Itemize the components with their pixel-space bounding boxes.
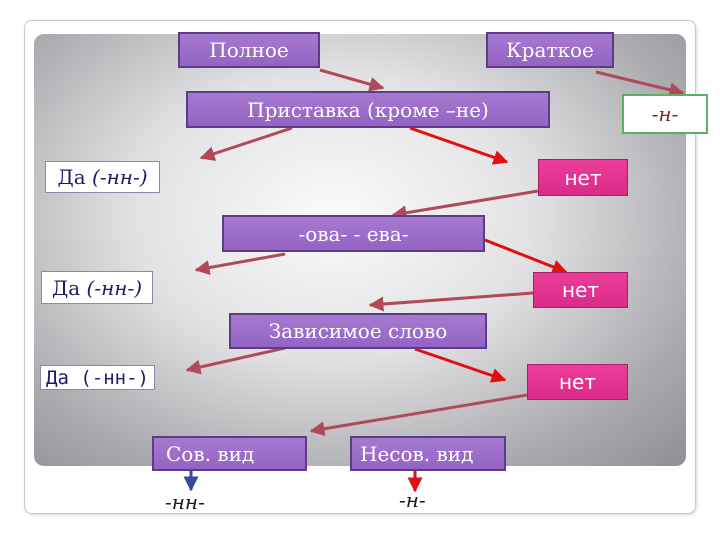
- arrow-polnoe-to-pristavka: [319, 68, 385, 92]
- node-zavisimoe: Зависимое слово: [229, 313, 487, 349]
- node-polnoe: Полное: [178, 32, 320, 68]
- arrow-pristavka-to-no: [409, 126, 509, 165]
- node-ova: -ова- - ева-: [222, 215, 485, 252]
- node-no-2-label: нет: [561, 278, 600, 302]
- node-yes-1: Да (-нн-): [45, 161, 160, 193]
- node-yes-1-suffix: (-нн-): [92, 165, 148, 189]
- node-no-1: нет: [538, 159, 628, 196]
- node-sov-vid-label: Сов. вид: [166, 441, 255, 466]
- arrow-no1-to-ova: [391, 189, 539, 221]
- node-sov-vid: Сов. вид: [152, 436, 307, 471]
- node-zavisimoe-label: Зависимое слово: [268, 319, 448, 343]
- node-yes-1-label: Да: [57, 165, 86, 189]
- node-yes-3-suffix: (-нн-): [80, 366, 149, 389]
- node-no-3-label: нет: [558, 370, 597, 394]
- arrow-zavisimoe-to-yes: [185, 346, 286, 375]
- node-nesov-vid: Несов. вид: [350, 436, 506, 471]
- arrow-ova-to-yes: [194, 252, 286, 275]
- node-nesov-vid-label: Несов. вид: [360, 441, 474, 466]
- arrow-ova-to-no: [484, 238, 568, 275]
- node-pristavka: Приставка (кроме –не): [186, 91, 550, 128]
- arrow-kratkoe-to-n: [595, 70, 685, 98]
- node-pristavka-label: Приставка (кроме –не): [247, 97, 489, 122]
- node-yes-2: Да (-нн-): [41, 271, 153, 304]
- node-yes-2-suffix: (-нн-): [86, 275, 142, 300]
- node-kratkoe: Краткое: [486, 32, 614, 68]
- node-no-3: нет: [527, 364, 628, 400]
- node-yes-3-label: Да: [46, 366, 69, 389]
- node-no-1-label: нет: [564, 165, 602, 190]
- node-n-short: -н-: [622, 94, 708, 134]
- arrow-no3-to-vid: [309, 393, 528, 437]
- arrow-zavisimoe-to-no: [414, 347, 507, 383]
- node-n-short-label: -н-: [651, 102, 679, 126]
- node-yes-2-label: Да: [51, 275, 81, 300]
- node-yes-3: Да (-нн-): [40, 365, 155, 390]
- arrow-no2-to-zavisimoe: [368, 291, 534, 312]
- arrow-pristavka-to-yes: [199, 126, 293, 161]
- node-kratkoe-label: Краткое: [506, 38, 594, 62]
- result-nesov-n: -н-: [399, 488, 426, 512]
- node-no-2: нет: [533, 272, 628, 308]
- node-polnoe-label: Полное: [209, 38, 289, 62]
- node-ova-label: -ова- - ева-: [298, 221, 409, 246]
- result-sov-nn: -нн-: [165, 490, 205, 514]
